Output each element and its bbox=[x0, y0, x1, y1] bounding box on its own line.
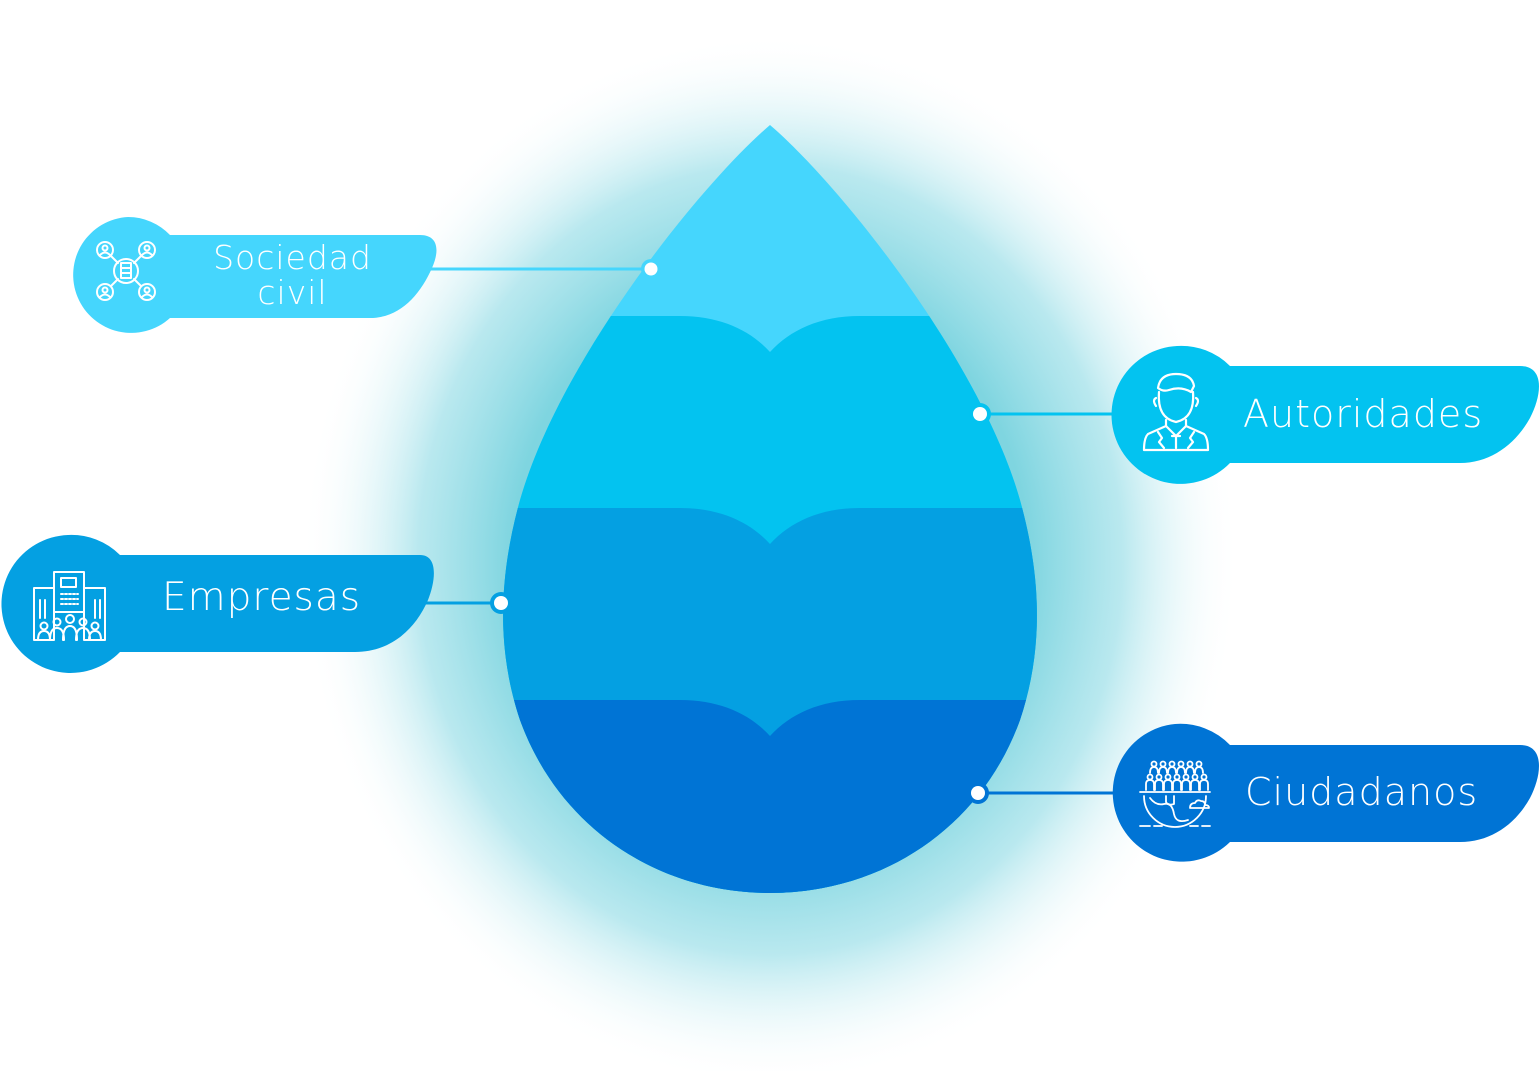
water-drop bbox=[503, 125, 1037, 893]
label-sociedad-civil: Sociedad civil bbox=[180, 240, 405, 310]
connector-autoridades bbox=[969, 403, 1115, 425]
crowd-row-1 bbox=[1149, 760, 1204, 774]
community-network-icon bbox=[96, 241, 156, 301]
official-person-icon bbox=[1142, 372, 1210, 452]
stakeholder-ciudadanos[interactable] bbox=[1112, 723, 1540, 862]
connector-empresas bbox=[420, 592, 512, 614]
buildings-people-icon bbox=[33, 571, 106, 641]
crowd-row-2 bbox=[1145, 773, 1209, 791]
label-empresas: Empresas bbox=[162, 575, 362, 620]
citizens-globe-icon bbox=[1139, 760, 1211, 828]
connector-ciudadanos bbox=[967, 782, 1115, 804]
connector-sociedad-civil bbox=[430, 259, 661, 279]
label-ciudadanos: Ciudadanos bbox=[1245, 770, 1479, 814]
label-sociedad-civil-line1: Sociedad bbox=[213, 238, 372, 277]
stakeholder-autoridades[interactable] bbox=[1111, 345, 1540, 484]
label-sociedad-civil-line2: civil bbox=[257, 273, 328, 312]
stakeholder-empresas[interactable] bbox=[1, 534, 434, 673]
label-autoridades: Autoridades bbox=[1243, 392, 1484, 436]
stakeholder-sociedad-civil[interactable] bbox=[73, 217, 437, 333]
